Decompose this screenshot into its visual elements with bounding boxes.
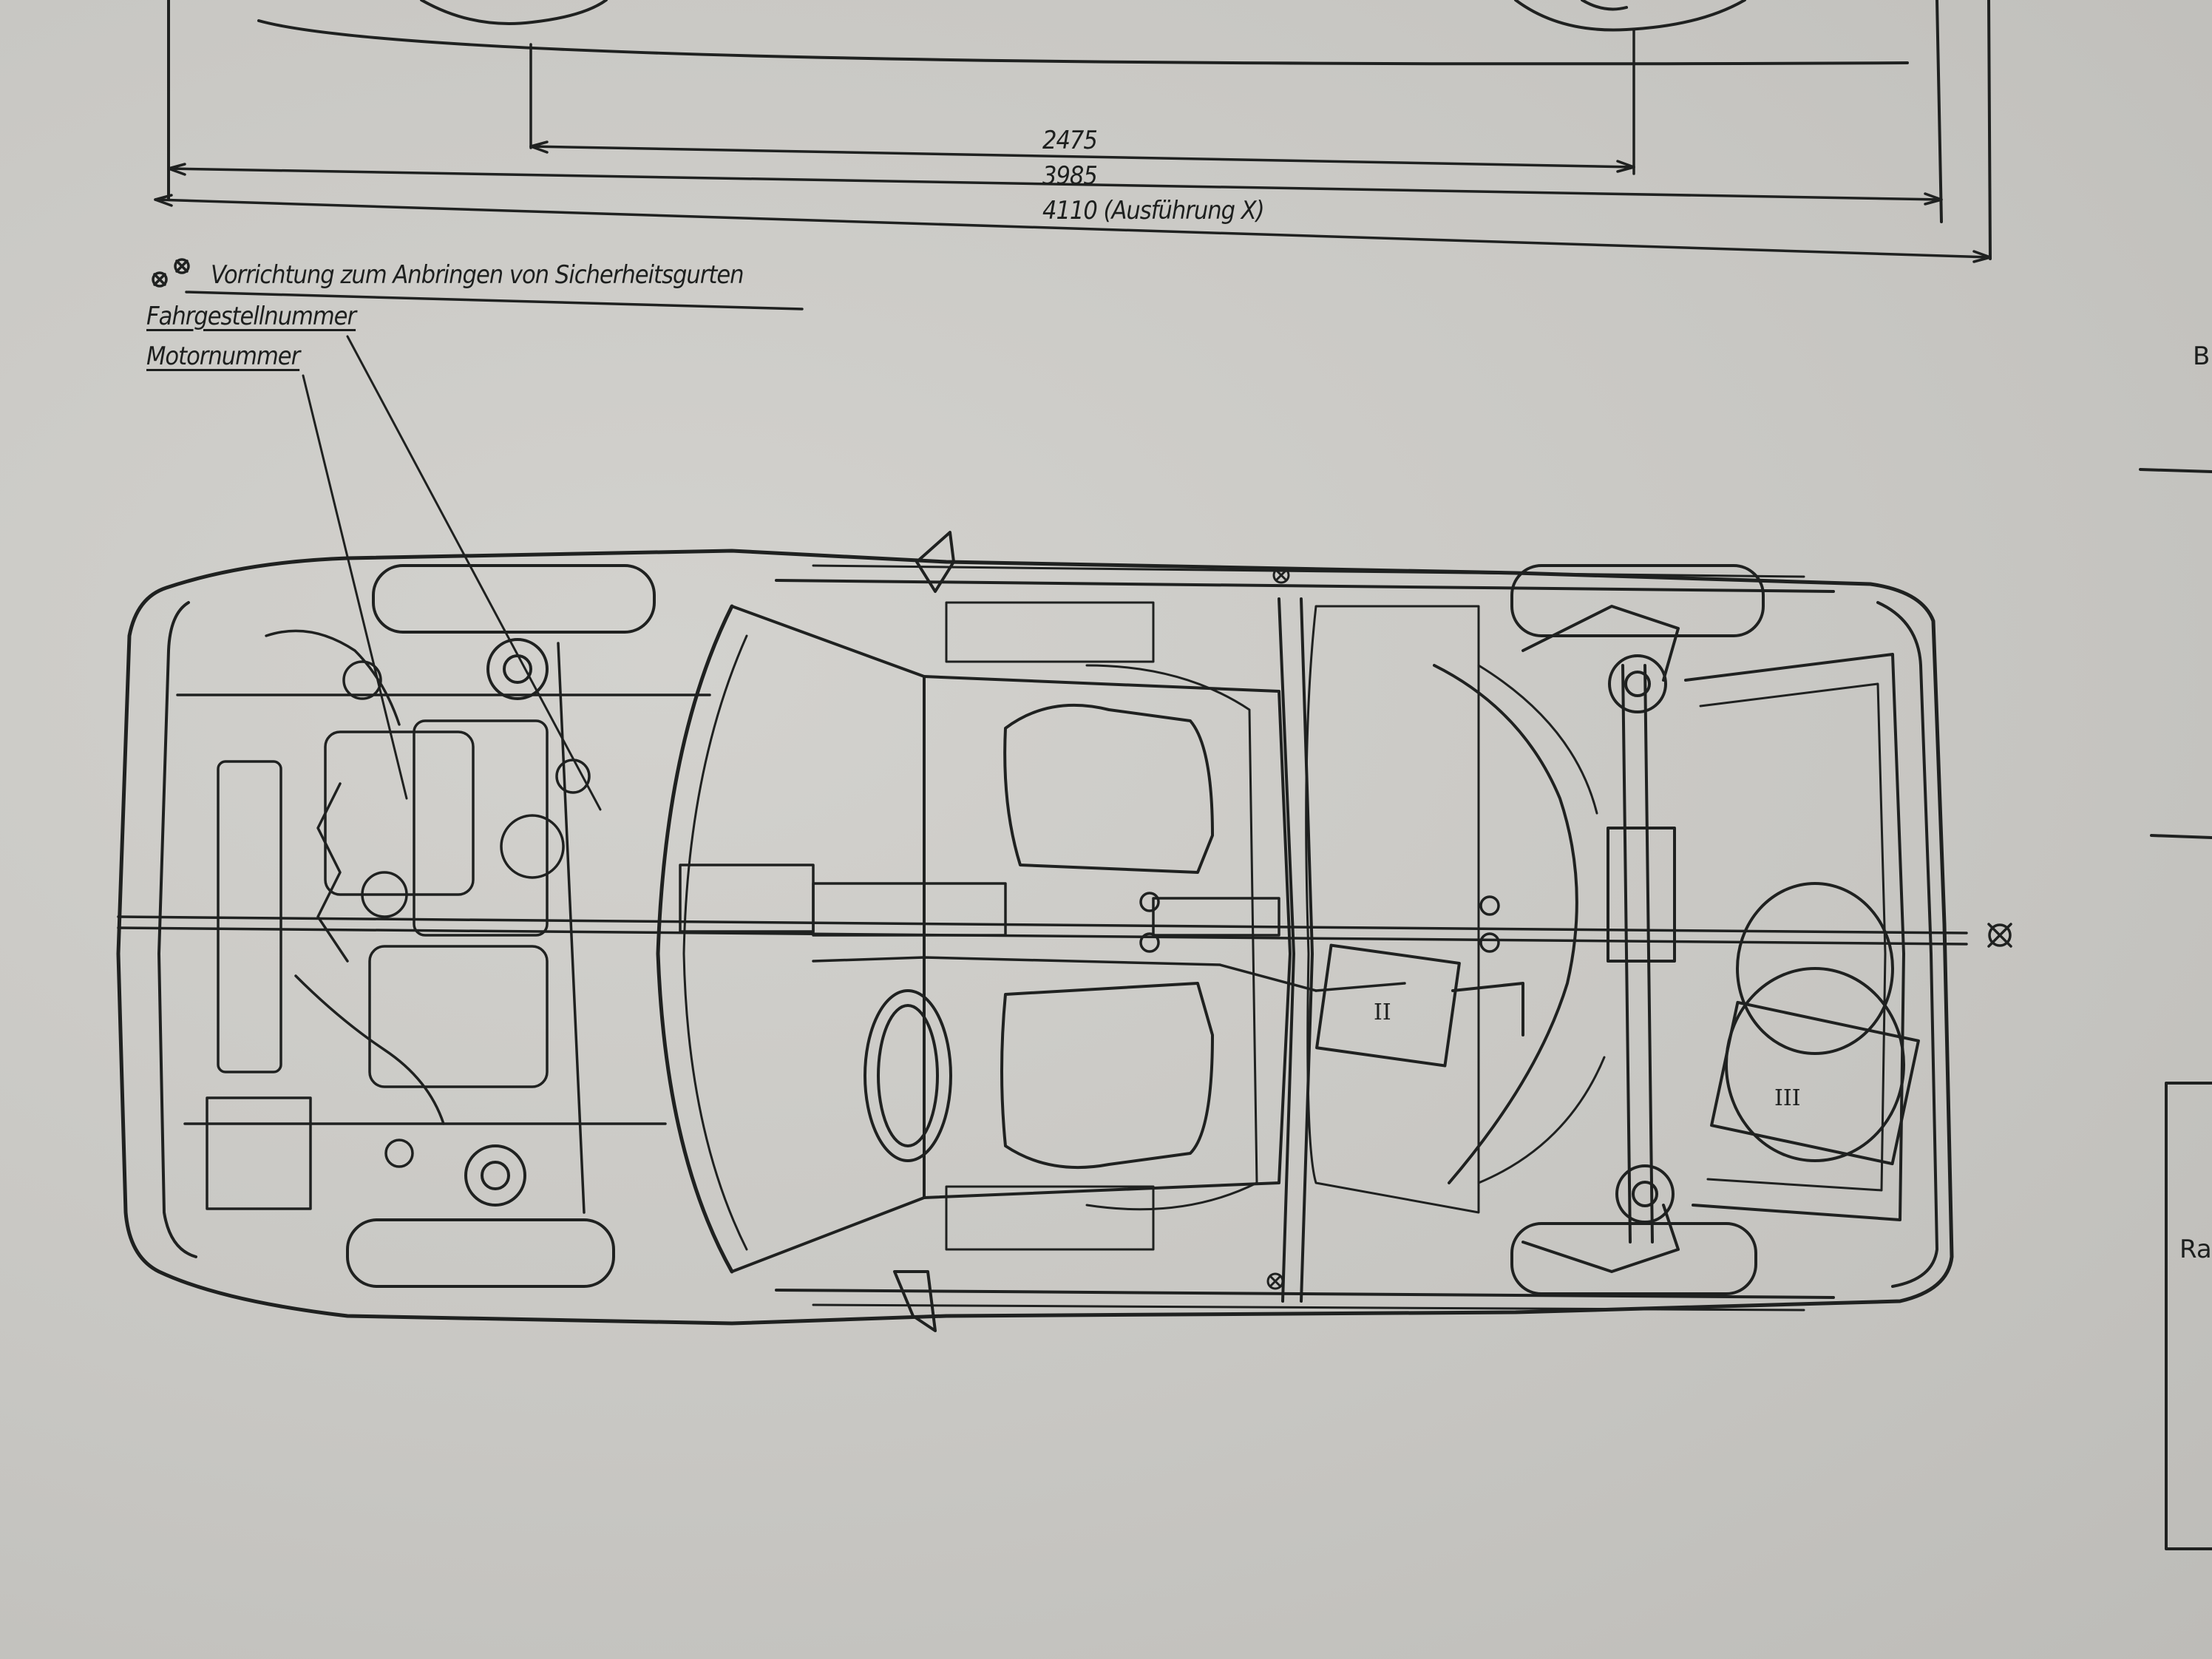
legend-belt-mount: Vorrichtung zum Anbringen von Sicherheit…	[211, 260, 744, 290]
leader-lines	[302, 335, 602, 811]
side-view-fragment	[167, 0, 1992, 260]
seats	[864, 601, 1480, 1251]
wheels	[346, 564, 1765, 1295]
edge-text-top-right: B	[2193, 342, 2211, 371]
edge-text-bottom-right: Ra	[2179, 1235, 2212, 1264]
legend-chassis-number: Fahrgestellnummer	[146, 302, 356, 331]
right-edge-lines	[2139, 468, 2212, 1550]
rear-suspension	[1315, 605, 1680, 1273]
dimension-wheelbase: 2475	[1042, 126, 1098, 155]
legend-engine-number: Motornummer	[146, 342, 300, 371]
legend-marks	[152, 258, 804, 311]
fuel-tank	[1710, 882, 1920, 1166]
marker-exhaust: II	[1374, 1000, 1391, 1025]
drivetrain	[117, 864, 2012, 992]
dimension-length-x: 4110 (Ausführung X)	[1042, 196, 1265, 225]
bolt-symbol-icon	[152, 271, 168, 288]
body-bolt-markers	[1266, 566, 1290, 1290]
marker-fuel-tank: III	[1774, 1085, 1801, 1111]
car-body	[116, 531, 1954, 1332]
engine-bay	[176, 629, 711, 1214]
dimension-length: 3985	[1042, 161, 1098, 191]
dimension-lines	[154, 28, 1992, 263]
